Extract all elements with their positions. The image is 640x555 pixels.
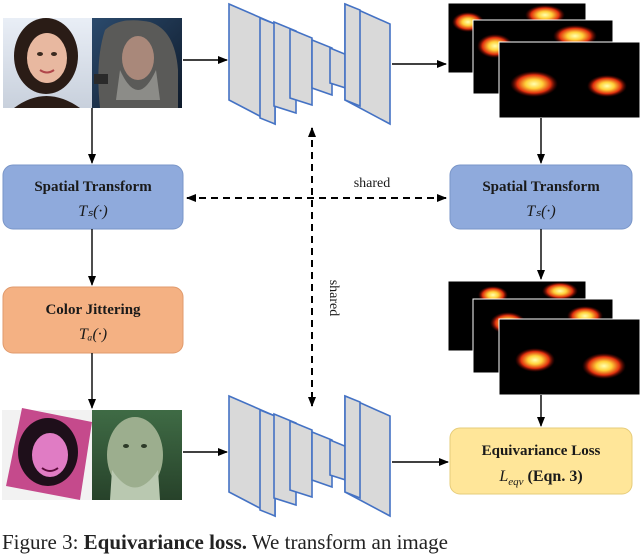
flow-arrows [88,56,545,466]
transformed-face-pair-bottom [2,408,182,500]
caption-rest: We transform an image [247,530,448,554]
loss-symbol: L [498,468,508,485]
face-photo-man-transformed-icon [92,410,182,500]
spatial-transform-formula-left: Tₛ(·) [78,203,108,220]
heatmap-stack-top [447,2,640,119]
face-photo-woman-icon [3,18,92,108]
shared-label-horizontal: shared [354,176,391,191]
caption-bold: Equivariance loss. [83,530,248,554]
spatial-transform-title-right: Spatial Transform [482,179,600,195]
spatial-transform-title-left: Spatial Transform [34,179,152,195]
color-jittering-box: Color Jittering Tₐ(·) [2,286,184,354]
attention-heatmap-icon [498,318,640,396]
color-jittering-formula: Tₐ(·) [79,326,107,343]
spatial-transform-box-right: Spatial Transform Tₛ(·) [449,164,633,230]
equivariance-loss-box-bg [449,427,633,495]
shared-arrows [186,127,447,407]
caption-prefix: Figure 3: [2,530,84,554]
encoder-decoder-network-bottom [228,394,391,518]
spatial-transform-box-left: Spatial Transform Tₛ(·) [2,164,184,230]
color-jittering-title: Color Jittering [45,302,141,318]
face-photo-man-icon [92,18,182,109]
loss-subscript: eqv [508,476,523,488]
face-photo-woman-transformed-icon [6,408,92,500]
input-face-pair-top [3,18,182,109]
equivariance-loss-title: Equivariance Loss [482,443,601,459]
color-jittering-box-bg [2,286,184,354]
attention-heatmap-icon [498,41,640,119]
encoder-decoder-network-top [228,2,391,126]
equivariance-loss-box: Equivariance Loss Leqv (Eqn. 3) [449,427,633,495]
figure-caption: Figure 3: Equivariance loss. We transfor… [2,530,448,555]
shared-label-vertical: shared [326,280,341,317]
loss-eqn-ref: (Eqn. 3) [524,468,583,485]
heatmap-stack-bottom [447,280,640,396]
spatial-transform-box-left-bg [2,164,184,230]
equivariance-loss-formula: Leqv (Eqn. 3) [498,468,582,488]
spatial-transform-formula-right: Tₛ(·) [526,203,556,220]
